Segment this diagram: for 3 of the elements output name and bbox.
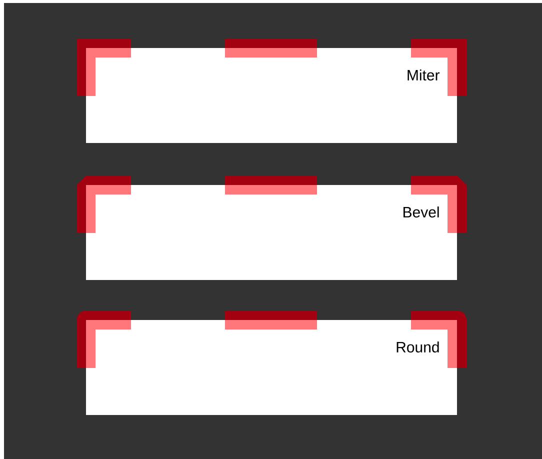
line-join-sample: Round bbox=[76, 310, 466, 415]
line-join-sample: Bevel bbox=[76, 176, 466, 280]
line-join-sample: Miter bbox=[76, 38, 466, 143]
